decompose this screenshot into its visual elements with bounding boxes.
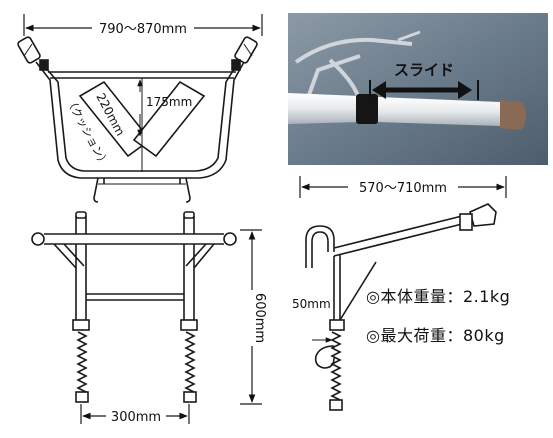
small-gap-label: 50mm: [292, 297, 331, 311]
rear-post-left: [75, 244, 87, 320]
top-hook: [305, 225, 335, 268]
inner-height-label: 175mm: [146, 95, 192, 109]
side-view: [299, 176, 507, 411]
rear-post-right: [183, 244, 195, 320]
rear-view: [31, 211, 262, 424]
end-cap-left: [31, 232, 45, 246]
side-foot: [329, 399, 343, 411]
load-text: 最大荷重：80kg: [380, 326, 505, 345]
photo-tube-left: [288, 93, 360, 124]
photo-rail-1: [294, 37, 413, 64]
bottom-width-label: 300mm: [111, 410, 161, 425]
slide-label: スライド: [394, 61, 454, 79]
rear-post-right-top: [183, 216, 195, 234]
leg-left: [93, 177, 99, 203]
grip-left: [17, 36, 41, 64]
diag-right: [185, 243, 215, 269]
foot-right: [183, 391, 197, 403]
slide-arrow-right-head: [458, 81, 472, 99]
rear-post-left-top: [75, 216, 87, 234]
clamp-left: [72, 319, 90, 331]
weight-bullet: ◎: [366, 287, 381, 306]
photo-joint: [356, 94, 378, 124]
front-view: [17, 14, 263, 203]
photo-end-cap: [500, 100, 526, 130]
diagonal-arm: [333, 213, 471, 257]
clamp-right: [180, 319, 198, 331]
side-clamp: [329, 319, 345, 331]
arm-length-label: 570～710mm: [359, 181, 447, 196]
foot-left: [75, 391, 89, 403]
brace: [339, 261, 377, 321]
bottom-hook: [314, 345, 335, 369]
cushion-right: [132, 80, 206, 158]
load-spec: ◎最大荷重：80kg: [366, 322, 505, 346]
photo-rail-4: [397, 30, 421, 42]
top-hook-inner: [311, 231, 329, 268]
arm-grip: [469, 203, 497, 227]
end-cap-right: [223, 232, 237, 246]
grip-hatch-right: [243, 43, 253, 57]
top-width-label: 790～870mm: [99, 22, 187, 37]
slide-photo: [288, 13, 548, 165]
slide-arrow-left-head: [372, 81, 386, 99]
spring-left: [76, 331, 88, 393]
frame-outer: [35, 61, 245, 179]
weight-text: 本体重量：2.1kg: [380, 287, 511, 306]
frame-inner: [43, 65, 237, 172]
spring-right: [184, 331, 196, 393]
weight-spec: ◎本体重量：2.1kg: [366, 283, 510, 307]
arm-collar: [459, 213, 473, 231]
post-cap-left: [75, 211, 87, 219]
post-cap-right: [183, 211, 195, 219]
photo-tube-right: [378, 97, 500, 126]
knob-right: [231, 59, 241, 71]
total-height-label: 600mm: [252, 293, 267, 343]
leg-right: [185, 177, 191, 203]
side-spring: [330, 331, 342, 401]
grip-hatch-left: [23, 43, 33, 57]
load-bullet: ◎: [366, 326, 381, 345]
diag-left: [53, 243, 85, 269]
photo-rail-3: [328, 58, 360, 97]
knob-left: [39, 59, 49, 71]
